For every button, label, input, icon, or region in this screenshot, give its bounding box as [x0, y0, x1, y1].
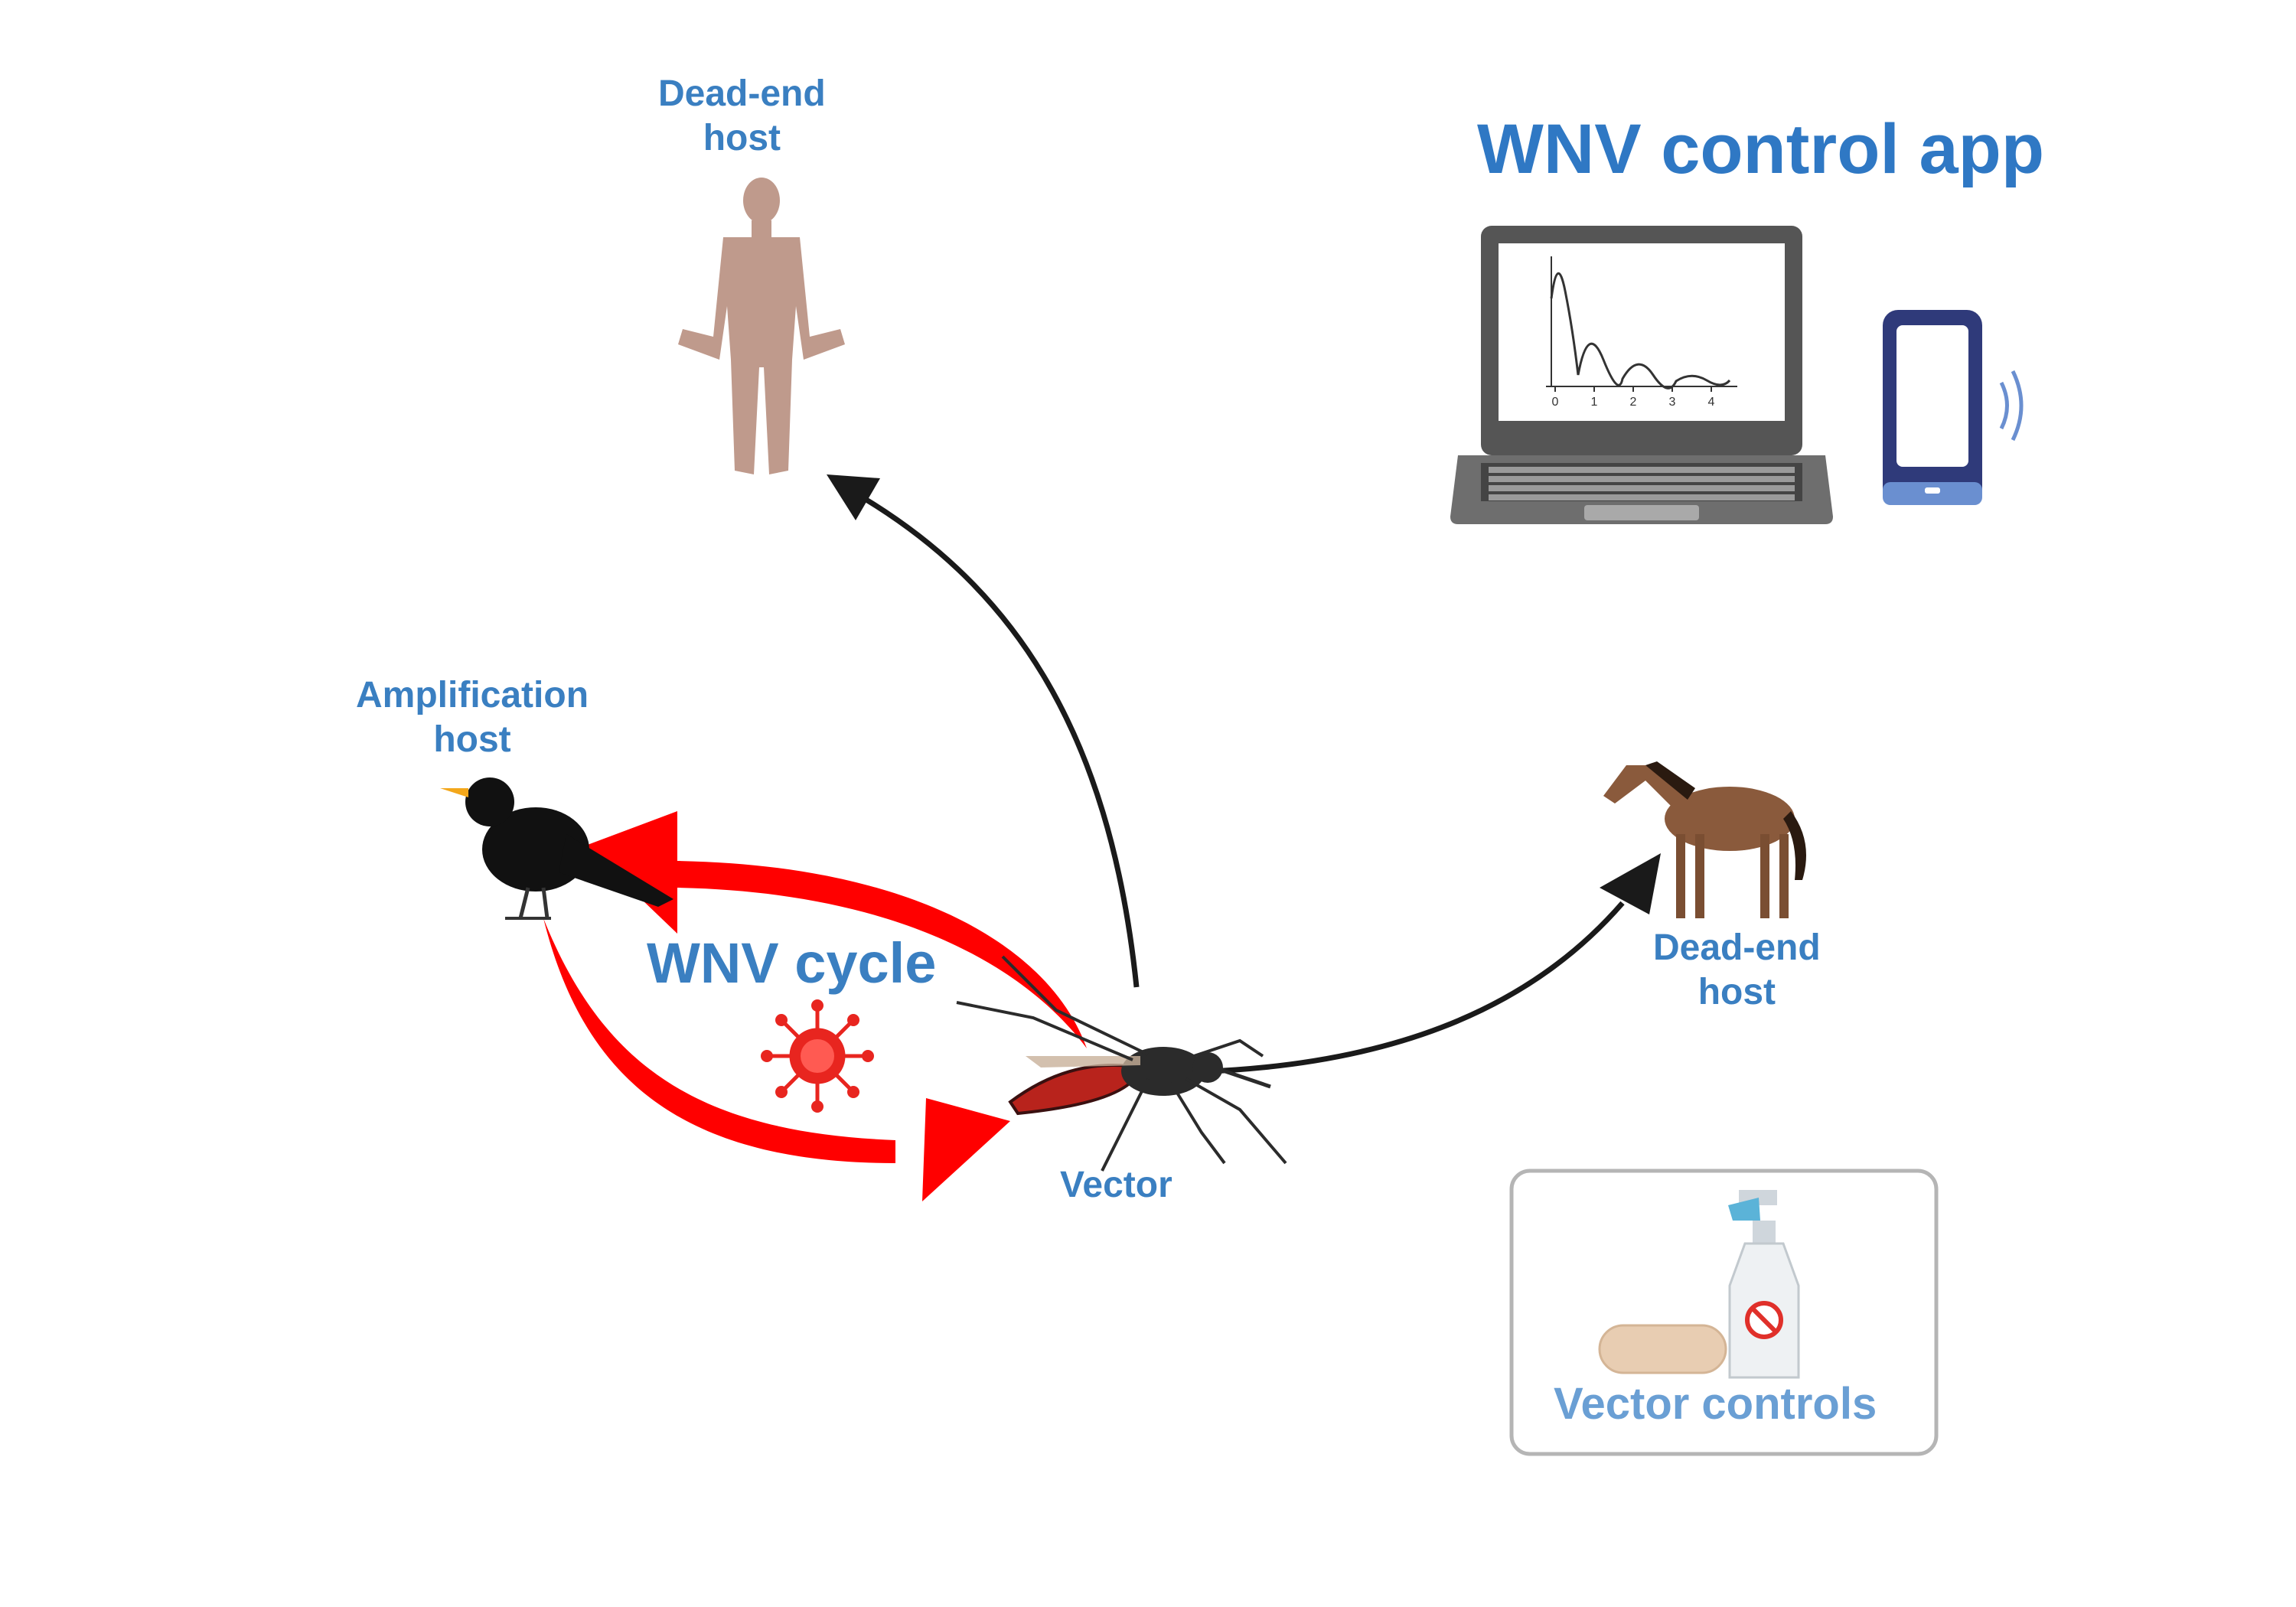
bird-icon: [440, 777, 673, 920]
laptop-chart: 0 1 2 3 4: [1546, 256, 1737, 409]
arrow-vector-to-horse: [1208, 901, 1625, 1074]
arrow-vector-to-human: [848, 487, 1140, 988]
mosquito-icon: [956, 955, 1287, 1172]
human-icon: [678, 178, 845, 474]
arrow-head-human: [827, 474, 880, 520]
red-arrow-bird-to-vector: [543, 918, 895, 1163]
red-arrow-vector-to-bird: [677, 861, 1087, 1048]
bird-host-label: Amplification host: [356, 675, 589, 760]
virus-icon: [761, 999, 874, 1113]
chart-tick-label: 3: [1669, 396, 1676, 409]
chart-tick-label: 1: [1591, 396, 1598, 409]
chart-tick-label: 2: [1630, 396, 1637, 409]
laptop-icon: 0 1 2 3 4: [1450, 226, 1833, 524]
chart-tick-label: 0: [1552, 396, 1559, 409]
vector-label: Vector: [1060, 1165, 1172, 1205]
arrow-head-horse: [1600, 853, 1661, 914]
red-arrow-head-vector: [922, 1098, 1010, 1201]
app-title: WNV control app: [1477, 110, 2045, 188]
spray-bottle-icon: [1728, 1190, 1800, 1379]
cycle-label: WNV cycle: [647, 931, 937, 995]
vector-controls-label: Vector controls: [1554, 1379, 1877, 1429]
phone-icon: [1883, 310, 2024, 505]
vector-controls-box: [1509, 1169, 1939, 1456]
horse-host-label: Dead-end host: [1653, 927, 1821, 1012]
pill-icon: [1598, 1324, 1727, 1374]
horse-icon: [1603, 761, 1806, 918]
human-host-label: Dead-end host: [658, 73, 826, 158]
chart-tick-label: 4: [1708, 396, 1715, 409]
